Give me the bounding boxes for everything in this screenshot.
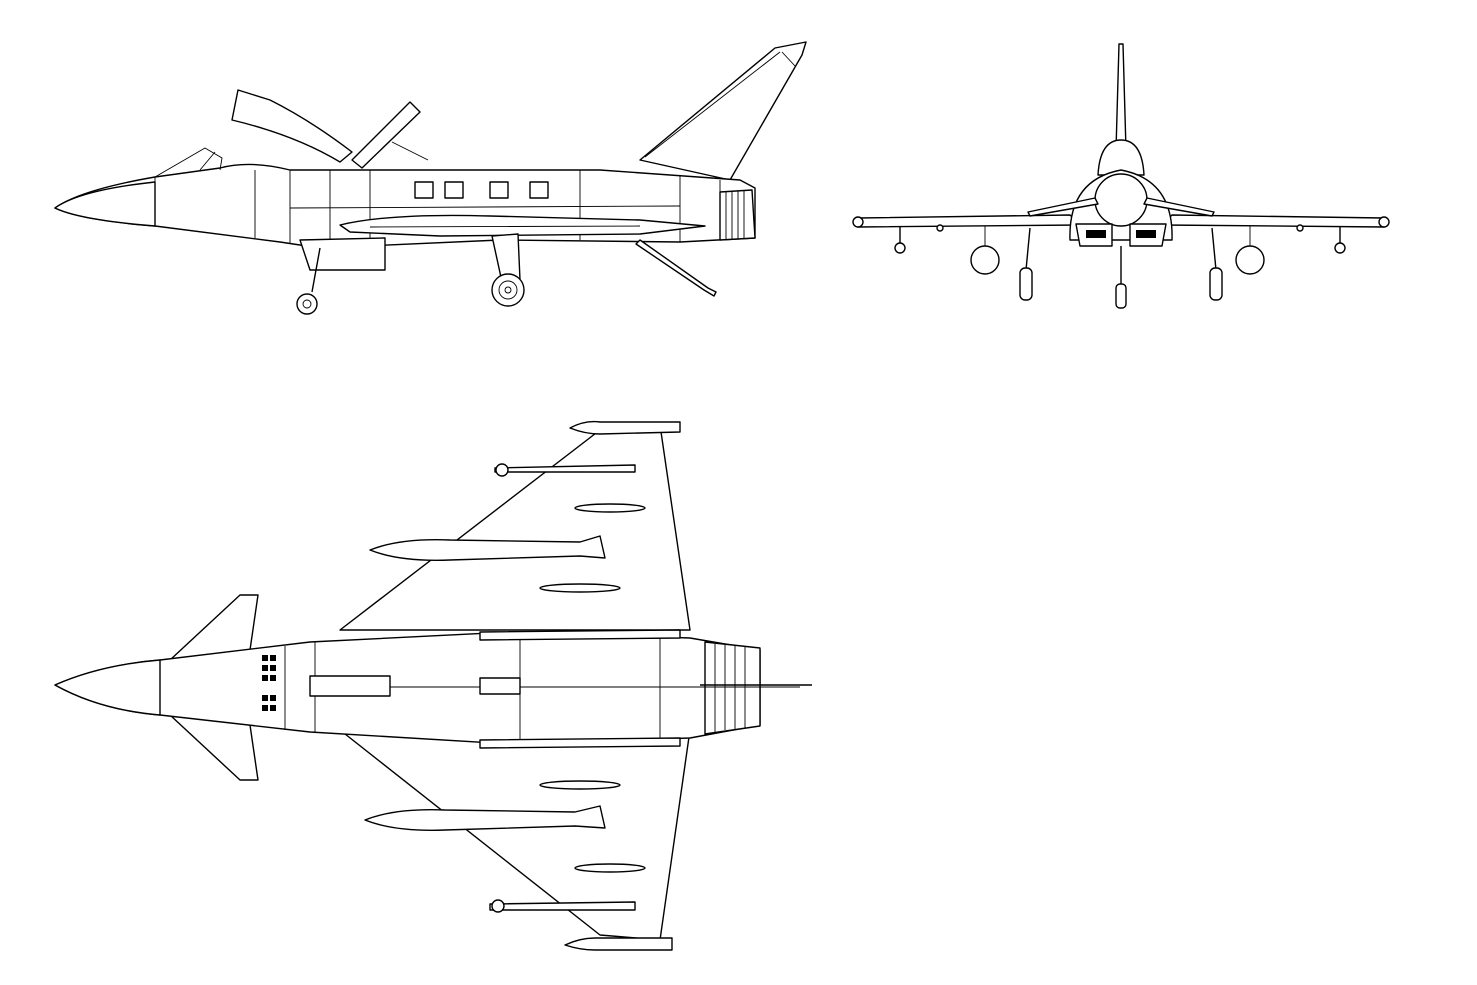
left-canard [1027,197,1099,217]
left-fuel-tank [970,245,1000,275]
upper-wing [339,424,691,631]
lower-stores [364,737,681,913]
nose-landing-gear [296,247,321,315]
front-view-drawing [840,30,1400,330]
nose-cone [54,659,161,716]
right-canard [1143,197,1215,217]
tail-fin [1115,43,1127,151]
main-landing-gear-left [1019,227,1033,301]
side-view-drawing [40,30,830,330]
left-wing [857,214,1081,228]
radome [1094,173,1148,227]
main-landing-gear-right [1209,227,1223,301]
right-fuel-tank [1235,245,1265,275]
access-panels [414,181,549,199]
engine-nozzles [704,641,761,735]
air-intake [299,237,386,271]
tail-fin [639,41,807,181]
canopy [1097,139,1145,176]
arrestor-hook [635,239,717,297]
canopy-open [231,89,353,163]
nose-landing-gear [1115,246,1127,309]
upper-wingtip-pod [569,420,681,435]
engine-nozzle [719,189,756,241]
underwing-stores [339,214,706,237]
vent-grid [262,655,276,711]
lower-wingtip-pod [564,937,673,951]
nose-cone [54,181,156,227]
airbrake [351,101,421,169]
fuselage-top [54,631,761,745]
top-view-drawing [40,410,840,970]
wing-missiles [894,224,1346,254]
right-wing [1161,214,1385,228]
upper-stores [369,463,681,641]
main-landing-gear [491,233,525,307]
